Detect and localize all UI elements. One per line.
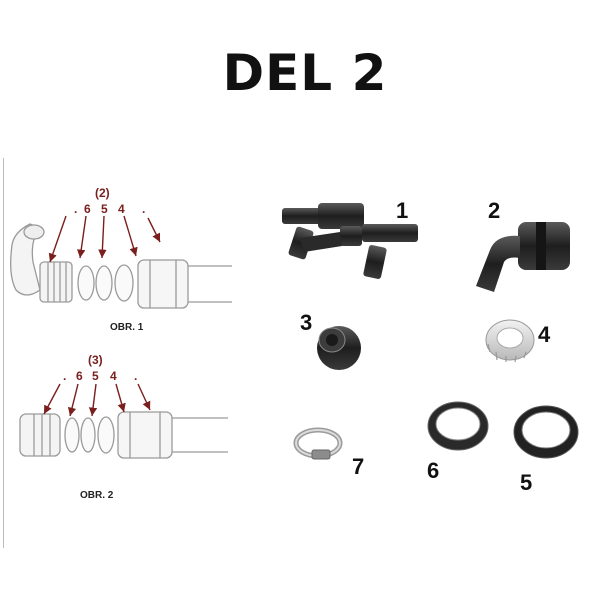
figure1-arrows bbox=[48, 215, 161, 263]
part-1-tee-connector-icon bbox=[282, 203, 418, 279]
figure1-caption: OBR. 1 bbox=[110, 322, 144, 333]
figure1-label: 6 bbox=[84, 202, 91, 216]
part-number-2: 2 bbox=[488, 198, 501, 223]
part-number-4: 4 bbox=[538, 322, 551, 347]
figure2-arrows bbox=[43, 383, 151, 417]
figure1-label: . bbox=[74, 202, 78, 216]
figure1-drawing bbox=[10, 223, 232, 309]
figure2-caption: OBR. 2 bbox=[80, 490, 114, 501]
page-title: DEL 2 bbox=[222, 44, 388, 102]
figure1-label: . bbox=[142, 202, 146, 216]
part-7-hose-clamp-icon bbox=[293, 427, 343, 460]
figure2-group-label: (3) bbox=[88, 353, 103, 367]
part-number-7: 7 bbox=[352, 454, 365, 479]
figure2-label: . bbox=[63, 369, 67, 383]
part-number-5: 5 bbox=[520, 470, 533, 495]
part-3-union-nut-icon bbox=[317, 326, 361, 370]
figure2-label: 4 bbox=[110, 369, 117, 383]
divider-line bbox=[3, 158, 4, 548]
figure2-label: 6 bbox=[76, 369, 83, 383]
figure1-group-label: (2) bbox=[95, 186, 110, 200]
figure2-label: 5 bbox=[92, 369, 99, 383]
part-4-clamp-ring-icon bbox=[485, 319, 535, 363]
part-5-large-seal-ring-icon bbox=[513, 405, 579, 459]
part-6-small-seal-ring-icon bbox=[427, 401, 489, 451]
figure2-label: . bbox=[134, 369, 138, 383]
part-number-3: 3 bbox=[300, 310, 313, 335]
part-number-1: 1 bbox=[396, 198, 409, 223]
part-2-elbow-icon bbox=[476, 222, 570, 292]
part-number-6: 6 bbox=[427, 458, 440, 483]
figure1-label: 5 bbox=[101, 202, 108, 216]
figure1-label: 4 bbox=[118, 202, 125, 216]
figure2-drawing bbox=[19, 411, 228, 459]
